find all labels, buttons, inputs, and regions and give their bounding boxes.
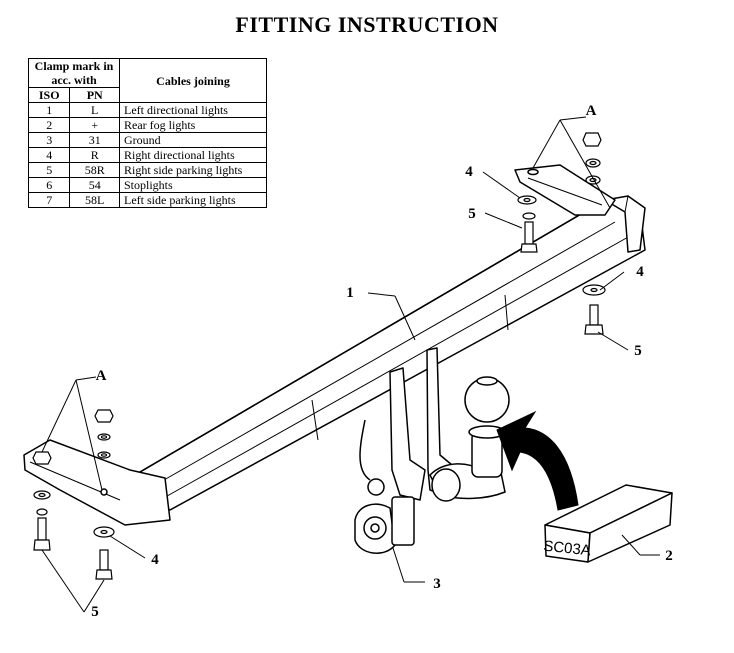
label-a-left: A xyxy=(96,368,107,384)
pn-cell: 54 xyxy=(69,177,120,193)
fasteners-left xyxy=(32,409,115,580)
pn-cell: 31 xyxy=(69,132,120,148)
iso-cell: 5 xyxy=(27,162,71,178)
page-title: FITTING INSTRUCTION xyxy=(235,12,499,37)
nut-icon xyxy=(94,409,114,423)
label-cross-bar: 1 xyxy=(346,285,354,301)
label-bolt-bottom: 5 xyxy=(91,604,99,620)
label-bolt-top: 5 xyxy=(468,206,476,222)
cable-cell: Right directional lights xyxy=(119,147,267,163)
leader-lines xyxy=(41,116,660,613)
cable-cell: Stoplights xyxy=(119,177,267,193)
pn-header: PN xyxy=(69,87,120,103)
box-code: SC03A xyxy=(543,538,592,560)
cable-cell: Right side parking lights xyxy=(119,162,267,178)
cables-joining-header: Cables joining xyxy=(119,58,267,103)
nut-icon xyxy=(582,132,602,147)
cable-cell: Left side parking lights xyxy=(119,192,267,208)
iso-cell: 7 xyxy=(27,192,71,208)
label-socket: 3 xyxy=(433,576,441,592)
label-washer-top: 4 xyxy=(465,164,473,180)
nut-icon xyxy=(32,451,52,465)
fasteners-right xyxy=(517,132,606,335)
right-bracket xyxy=(514,164,616,216)
cable-cell: Ground xyxy=(119,132,267,148)
cables-table: Clamp mark in acc. with Cables joining I… xyxy=(27,58,267,208)
clamp-mark-header: Clamp mark in acc. with xyxy=(28,58,120,88)
pn-cell: 58L xyxy=(69,192,120,208)
label-washer-bottom: 4 xyxy=(151,552,159,568)
label-bolt-right: 5 xyxy=(634,343,642,359)
socket-plate xyxy=(354,496,415,554)
label-a-top: A xyxy=(586,103,597,119)
label-electrical-box: 2 xyxy=(665,548,673,564)
tow-ball xyxy=(429,376,510,502)
insert-arrow xyxy=(496,410,579,511)
label-washer-right: 4 xyxy=(636,264,644,280)
electrical-box xyxy=(544,484,673,563)
neck-bracket xyxy=(359,347,453,501)
